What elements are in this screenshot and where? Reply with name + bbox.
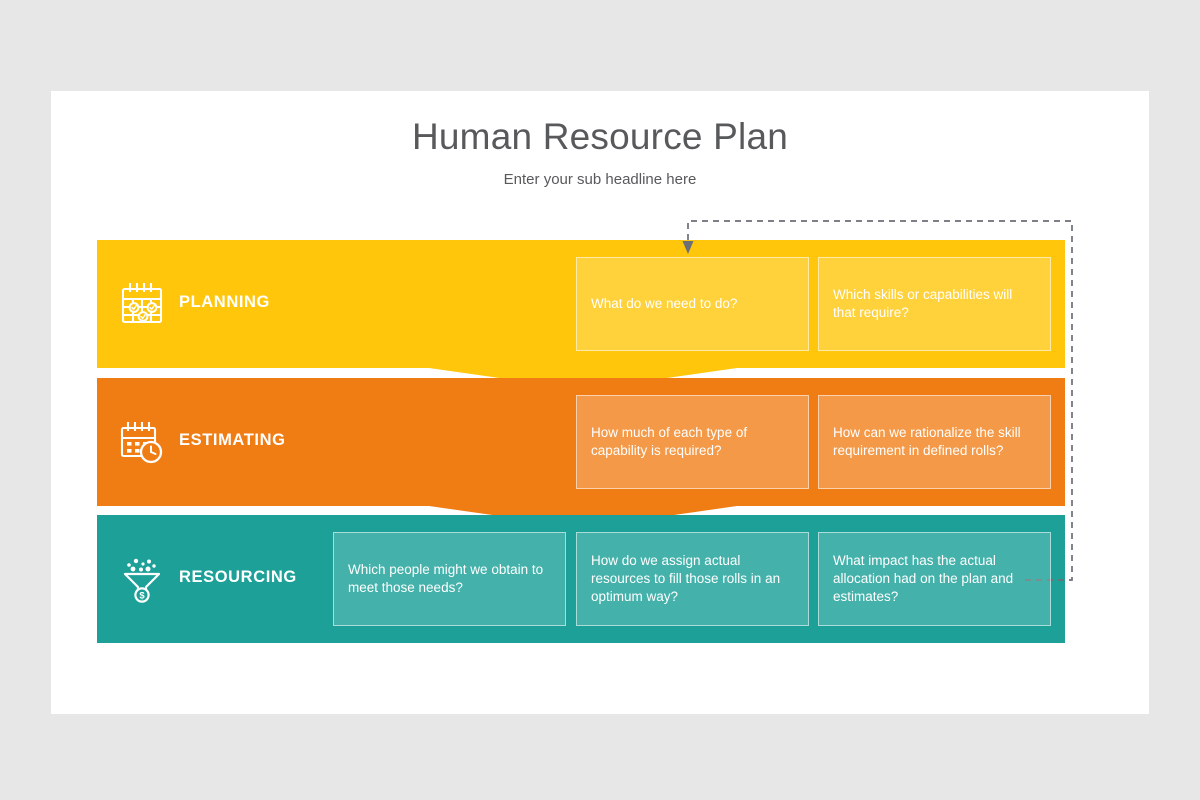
question-card[interactable]: How much of each type of capability is r… (576, 395, 809, 489)
page-subtitle: Enter your sub headline here (503, 171, 697, 188)
row-label-estimating: ESTIMATING (179, 431, 286, 449)
question-card[interactable]: Which people might we obtain to meet tho… (333, 532, 566, 626)
question-card[interactable]: How do we assign actual resources to fil… (576, 532, 809, 626)
question-card[interactable]: What do we need to do? (576, 257, 809, 351)
funnel-dollar-icon: $ (118, 555, 166, 603)
calendar-clock-icon (118, 418, 166, 466)
question-card[interactable]: What impact has the actual allocation ha… (818, 532, 1051, 626)
row-label-resourcing: RESOURCING (179, 568, 297, 586)
slide-canvas: Human Resource Plan Enter your sub headl… (51, 91, 1149, 714)
process-row-resourcing[interactable]: $ RESOURCING Which people might we obtai… (97, 515, 1065, 643)
question-card[interactable]: Which skills or capabilities will that r… (818, 257, 1051, 351)
question-card[interactable]: How can we rationalize the skill require… (818, 395, 1051, 489)
process-row-planning[interactable]: PLANNING What do we need to do? Which sk… (97, 240, 1065, 368)
calendar-check-icon (118, 280, 166, 328)
process-row-estimating[interactable]: ESTIMATING How much of each type of capa… (97, 378, 1065, 506)
row-label-planning: PLANNING (179, 293, 270, 311)
svg-text:$: $ (139, 591, 145, 602)
page-title: Human Resource Plan (411, 116, 789, 157)
process-diagram: PLANNING What do we need to do? Which sk… (51, 91, 1149, 714)
